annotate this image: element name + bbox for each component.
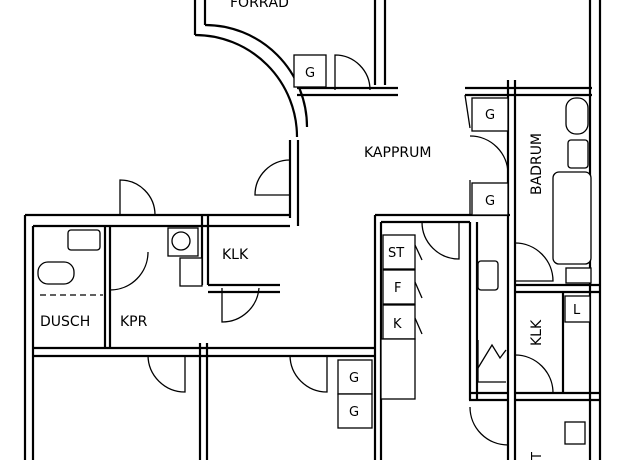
cabinet-g4 — [337, 359, 373, 395]
room-klk-top: KLK — [222, 247, 249, 263]
toilet — [565, 97, 589, 135]
counter — [380, 338, 416, 400]
room-kpr: KPR — [120, 314, 148, 330]
room-forrad: FÖRRÅD — [230, 0, 289, 11]
cabinet-g3 — [471, 182, 509, 216]
label-f: F — [394, 281, 401, 296]
room-klk-right: KLK — [529, 319, 545, 346]
label-t: T — [530, 452, 545, 460]
cabinet-g2 — [471, 97, 509, 132]
label-g2: G — [485, 108, 495, 123]
label-g4: G — [349, 371, 359, 386]
room-kapprum: KAPPRUM — [364, 145, 431, 161]
room-labels: FÖRRÅD KAPPRUM BADRUM KLK DUSCH KPR KLK — [40, 0, 545, 346]
room-dusch: DUSCH — [40, 314, 90, 330]
label-st: ST — [388, 246, 404, 261]
cabinet-st — [382, 234, 416, 270]
label-l: L — [573, 303, 581, 318]
cabinet-f — [382, 269, 416, 305]
bath-step — [565, 267, 592, 284]
bathtub — [552, 171, 592, 265]
fixtures — [37, 54, 592, 445]
fixture-labels: G G G G G ST F K L T — [305, 66, 581, 460]
sink — [477, 260, 499, 291]
cabinet-right-lower — [564, 421, 586, 445]
cabinet-g1 — [293, 54, 327, 88]
cabinet-l — [564, 295, 591, 323]
cabinet-k — [382, 304, 416, 340]
label-g3: G — [485, 194, 495, 209]
pipe-box — [179, 257, 203, 287]
doors — [109, 54, 554, 446]
label-g1: G — [305, 66, 315, 81]
room-badrum: BADRUM — [529, 133, 545, 195]
washbasin — [567, 139, 589, 169]
cabinet-g5 — [337, 393, 373, 429]
label-g5: G — [349, 405, 359, 420]
basin-left — [67, 229, 101, 251]
toilet-left — [37, 261, 75, 285]
label-k: K — [393, 317, 402, 332]
